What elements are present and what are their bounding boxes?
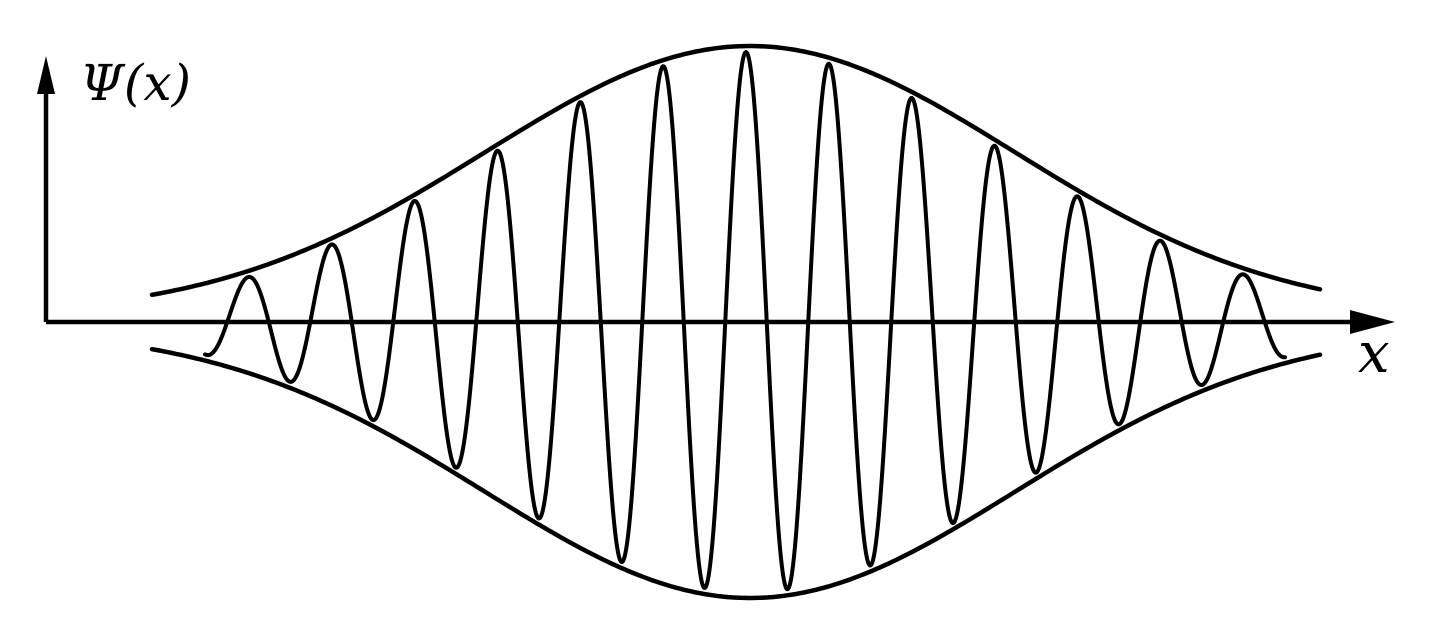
y-axis-arrowhead — [37, 56, 55, 94]
x-axis-label: x — [1358, 321, 1390, 386]
lower-envelope-curve — [149, 346, 1323, 601]
x-axis-arrowhead — [1350, 310, 1395, 334]
wave-oscillation-curve — [203, 50, 1287, 592]
upper-envelope-curve — [149, 43, 1323, 298]
y-axis-label: Ψ(x) — [80, 54, 191, 112]
